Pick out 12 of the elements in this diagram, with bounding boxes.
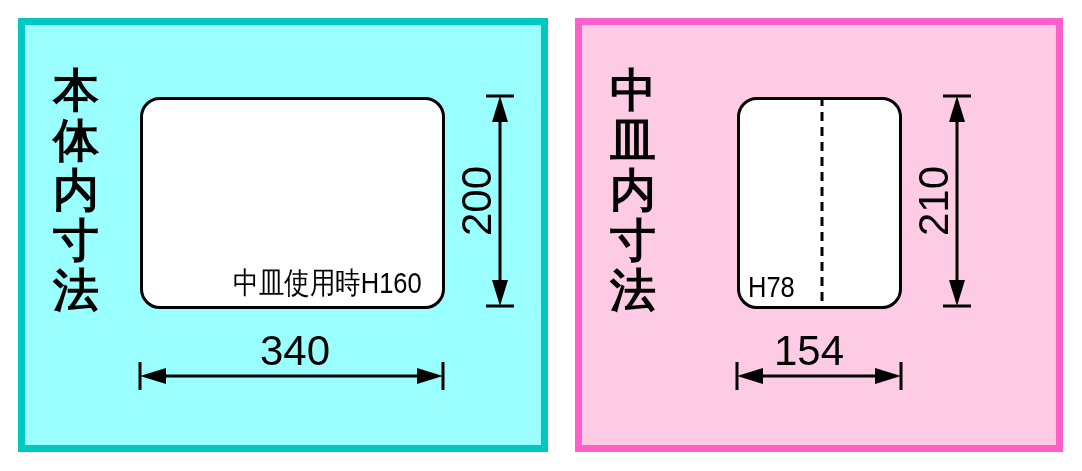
panel-title: 本体内寸法 [51, 65, 100, 315]
dimension-panel [575, 18, 1063, 452]
inner-outline [140, 97, 445, 309]
dimension-label: 340 [260, 330, 331, 372]
panel-title: 中皿内寸法 [609, 65, 657, 315]
height-note: 中皿使用時H160 [233, 265, 422, 301]
dimension-panel [18, 18, 548, 452]
inner-outline [737, 97, 902, 309]
dimension-label: 200 [456, 165, 499, 237]
height-note: H78 [748, 270, 795, 304]
dimension-label: 154 [774, 330, 845, 372]
dimension-label: 210 [913, 165, 956, 237]
